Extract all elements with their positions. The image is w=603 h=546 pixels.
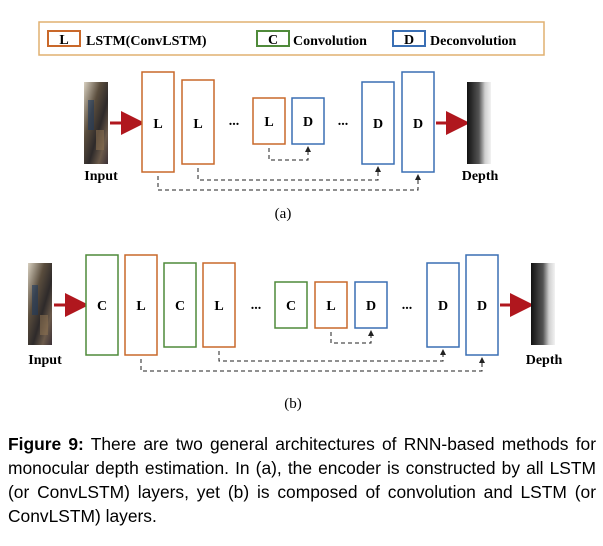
diagram-b: Input C L C L ... C L D ... D D Depth (b…	[28, 254, 563, 412]
depth-image-b	[531, 263, 555, 345]
diagram-a: Input L L ... L D ... D D Depth (a)	[84, 71, 499, 222]
block-b-8-label: D	[438, 299, 448, 314]
sublabel-b: (b)	[284, 396, 302, 412]
block-b-3-label: C	[175, 299, 185, 314]
caption-label: Figure 9:	[8, 434, 84, 454]
block-a-3	[252, 97, 286, 145]
block-a-2	[181, 79, 215, 165]
block-a-1-label: L	[153, 117, 162, 132]
ellipsis-a-1: ...	[229, 114, 240, 129]
input-label-a: Input	[84, 169, 118, 184]
legend-letter-conv: C	[268, 33, 278, 48]
legend: L LSTM(ConvLSTM) C Convolution D Deconvo…	[38, 21, 545, 56]
block-b-5-label: C	[286, 299, 296, 314]
block-a-3-label: L	[264, 115, 273, 130]
block-b-5	[274, 281, 308, 329]
skip-a-inner	[268, 146, 311, 161]
depth-image-a	[467, 82, 491, 164]
ellipsis-a-2: ...	[338, 114, 349, 129]
architecture-diagram: L LSTM(ConvLSTM) C Convolution D Deconvo…	[28, 21, 563, 412]
block-b-1	[85, 254, 119, 356]
block-b-7-label: D	[366, 299, 376, 314]
figure-caption: Figure 9: There are two general architec…	[8, 432, 596, 528]
skip-b-outer	[140, 357, 485, 372]
block-a-6-label: D	[413, 117, 423, 132]
block-a-5-label: D	[373, 117, 383, 132]
legend-swatch-deconv	[392, 30, 426, 47]
block-b-1-label: C	[97, 299, 107, 314]
block-a-4-label: D	[303, 115, 313, 130]
block-b-4	[202, 262, 236, 348]
legend-letter-deconv: D	[404, 33, 414, 48]
block-b-2	[124, 254, 158, 356]
block-b-9-label: D	[477, 299, 487, 314]
legend-text-deconv: Deconvolution	[430, 34, 517, 49]
skip-a-middle	[197, 166, 381, 181]
output-label-b: Depth	[526, 353, 563, 368]
block-b-2-label: L	[136, 299, 145, 314]
skip-a-outer	[157, 174, 421, 191]
block-b-7	[354, 281, 388, 329]
sublabel-a: (a)	[275, 206, 292, 222]
block-a-5	[361, 81, 395, 165]
ellipsis-b-2: ...	[402, 298, 413, 313]
legend-frame	[38, 21, 545, 56]
legend-text-conv: Convolution	[293, 34, 367, 49]
block-b-9	[465, 254, 499, 356]
legend-letter-lstm: L	[59, 33, 68, 48]
legend-swatch-conv	[256, 30, 290, 47]
block-a-2-label: L	[193, 117, 202, 132]
ellipsis-b-1: ...	[251, 298, 262, 313]
block-b-4-label: L	[214, 299, 223, 314]
block-b-6	[314, 281, 348, 329]
block-a-6	[401, 71, 435, 173]
legend-text-lstm: LSTM(ConvLSTM)	[86, 34, 207, 49]
block-b-8	[426, 262, 460, 348]
output-label-a: Depth	[462, 169, 499, 184]
block-b-3	[163, 262, 197, 348]
block-b-6-label: L	[326, 299, 335, 314]
skip-b-middle	[218, 349, 446, 362]
input-label-b: Input	[28, 353, 62, 368]
block-a-4	[291, 97, 325, 145]
input-image-a	[84, 82, 108, 164]
block-a-1	[141, 71, 175, 173]
legend-swatch-lstm	[47, 30, 81, 47]
caption-text: There are two general architectures of R…	[8, 434, 596, 526]
skip-b-inner	[330, 330, 374, 344]
